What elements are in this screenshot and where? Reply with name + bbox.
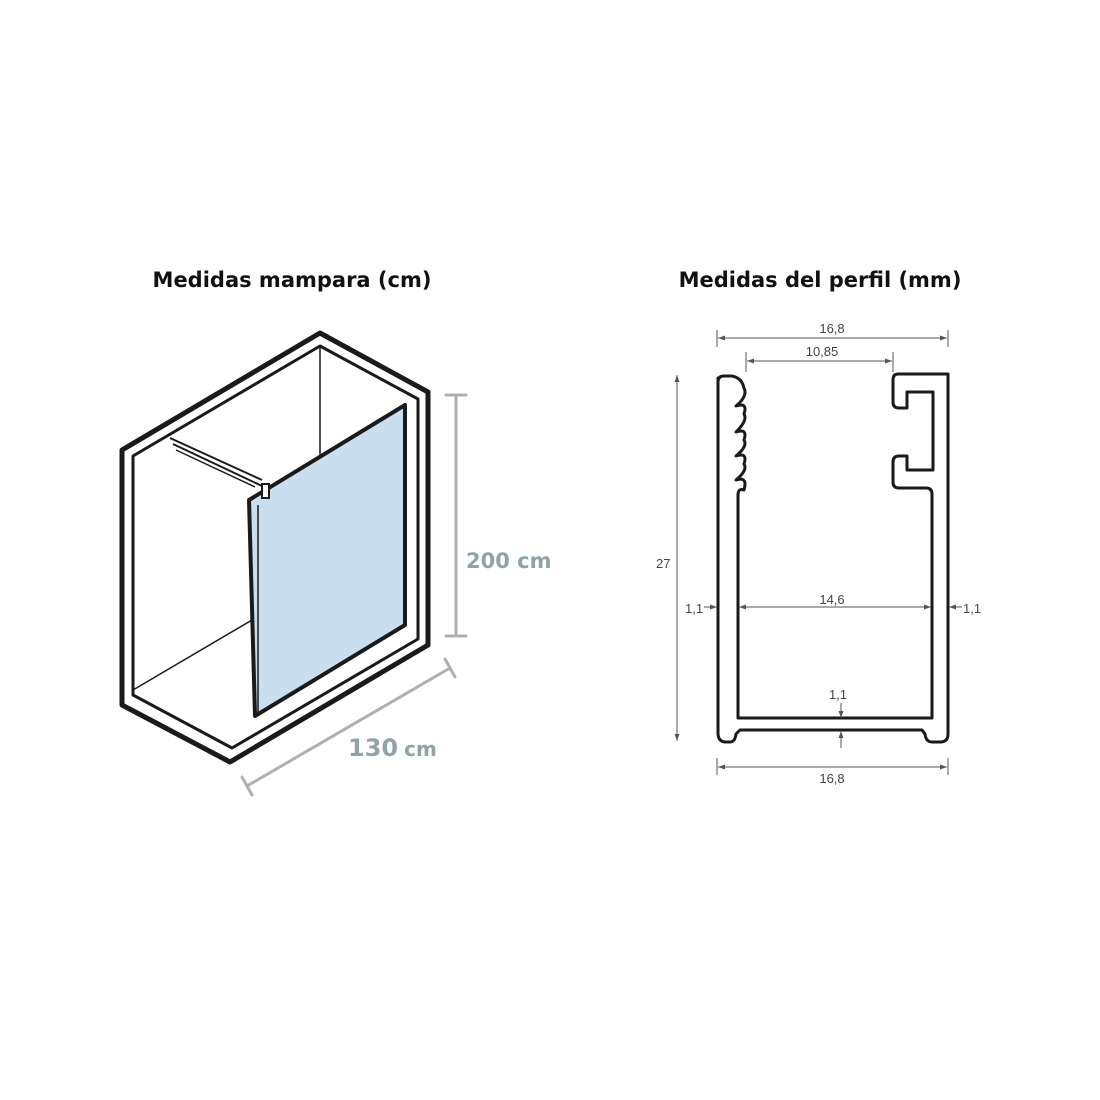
support-bar — [169, 437, 270, 499]
profile-bottom-total-label: 16,8 — [819, 771, 844, 786]
profile-bottom-total-dimension — [716, 758, 949, 775]
screen-dimensions-title: Medidas mampara (cm) — [152, 268, 432, 292]
profile-top-total-dimension — [716, 330, 949, 347]
height-dimension-label: 200 cm — [466, 549, 551, 573]
profile-height-label: 27 — [656, 556, 670, 571]
profile-top-gap-dimension — [745, 352, 894, 372]
profile-dimensions-title: Medidas del perfil (mm) — [678, 268, 962, 292]
profile-base-thickness-label: 1,1 — [829, 687, 847, 702]
profile-right-wall-label: 1,1 — [963, 601, 981, 616]
width-dimension-line — [240, 657, 457, 797]
profile-left-wall-label: 1,1 — [685, 601, 703, 616]
aluminium-profile-outline — [716, 372, 950, 744]
glass-panel — [247, 403, 407, 718]
height-dimension-line — [444, 393, 468, 638]
profile-top-gap-label: 10,85 — [806, 344, 839, 359]
profile-top-total-label: 16,8 — [819, 321, 844, 336]
shower-outer-frame — [119, 330, 431, 765]
profile-inner-width-label: 14,6 — [819, 592, 844, 607]
